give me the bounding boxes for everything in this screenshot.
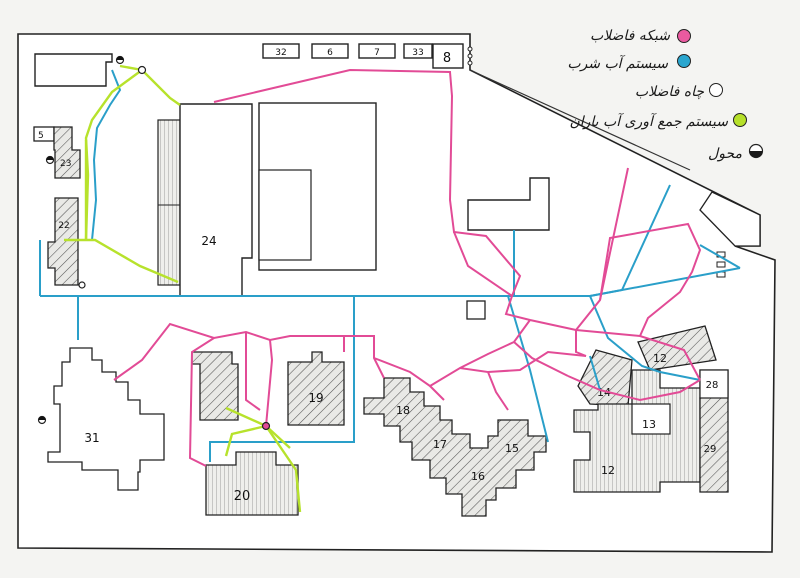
building-28-29[interactable]: 28 29 xyxy=(699,369,729,493)
svg-text:سیستم آب شرب: سیستم آب شرب xyxy=(567,54,668,72)
building-cluster-15-18[interactable]: 18 17 16 15 xyxy=(363,377,547,517)
building-6[interactable]: 6 xyxy=(311,43,349,59)
svg-text:31: 31 xyxy=(84,431,99,445)
svg-text:28: 28 xyxy=(706,380,719,391)
building-23[interactable]: 23 xyxy=(53,126,81,179)
legend-item-water: سیستم آب شرب xyxy=(567,54,691,72)
svg-text:چاه فاضلاب: چاه فاضلاب xyxy=(635,84,704,100)
road-edge xyxy=(469,69,691,171)
svg-text:16: 16 xyxy=(471,470,485,483)
svg-text:15: 15 xyxy=(505,442,519,455)
svg-text:محول: محول xyxy=(708,146,742,162)
sewer-network xyxy=(113,68,702,467)
building-12-lower[interactable]: 13 12 xyxy=(573,369,711,493)
svg-text:5: 5 xyxy=(38,131,44,141)
building-31[interactable]: 31 xyxy=(47,347,165,491)
svg-text:20: 20 xyxy=(234,489,251,504)
svg-text:19: 19 xyxy=(308,391,323,405)
legend-item-sewer: شبکه فاضلاب xyxy=(590,28,691,44)
rain-network xyxy=(64,64,302,513)
small-square xyxy=(466,300,486,320)
building-32[interactable]: 32 xyxy=(262,43,300,59)
svg-text:7: 7 xyxy=(374,48,380,58)
building-5[interactable]: 5 xyxy=(33,126,55,142)
svg-text:سیستم جمع آوری آب باران: سیستم جمع آوری آب باران xyxy=(569,112,728,130)
legend-item-rain: سیستم جمع آوری آب باران xyxy=(569,112,747,130)
white-dot-icon xyxy=(709,83,723,97)
manhole-markers xyxy=(78,65,271,431)
building-right-top xyxy=(467,177,550,231)
marker-2 xyxy=(716,261,726,268)
blue-dot-icon xyxy=(677,54,691,68)
building-top-left[interactable] xyxy=(34,53,113,87)
building-20[interactable]: 20 xyxy=(205,451,299,516)
half-black-dot-icon xyxy=(37,55,125,425)
svg-text:شبکه فاضلاب: شبکه فاضلاب xyxy=(590,28,670,44)
svg-text:17: 17 xyxy=(433,438,447,451)
svg-text:29: 29 xyxy=(704,444,717,455)
building-19[interactable]: 19 xyxy=(287,351,345,426)
svg-text:6: 6 xyxy=(327,48,333,58)
building-33[interactable]: 33 xyxy=(403,43,433,59)
legend-item-well: چاه فاضلاب xyxy=(635,83,723,100)
svg-text:32: 32 xyxy=(275,48,286,58)
building-22[interactable]: 22 xyxy=(47,197,79,286)
svg-text:23: 23 xyxy=(60,159,71,169)
pink-dot-icon xyxy=(677,29,691,43)
building-7[interactable]: 7 xyxy=(358,43,396,59)
building-right-edge xyxy=(699,191,761,247)
green-dot-icon xyxy=(733,113,747,127)
svg-text:24: 24 xyxy=(201,234,216,248)
svg-text:18: 18 xyxy=(396,404,410,417)
legend: شبکه فاضلاب سیستم آب شرب چاه فاضلاب سیست… xyxy=(567,28,764,162)
building-8[interactable]: 8 xyxy=(432,43,473,69)
svg-text:33: 33 xyxy=(412,48,423,58)
building-24[interactable]: 24 xyxy=(157,103,253,297)
svg-text:8: 8 xyxy=(443,51,451,66)
svg-text:22: 22 xyxy=(58,221,69,231)
building-hatched-small xyxy=(191,351,239,421)
svg-text:12: 12 xyxy=(601,464,615,477)
building-large-center xyxy=(258,102,377,271)
svg-text:13: 13 xyxy=(642,418,656,431)
svg-text:12: 12 xyxy=(653,352,667,365)
legend-item-transformer: محول xyxy=(708,143,764,162)
